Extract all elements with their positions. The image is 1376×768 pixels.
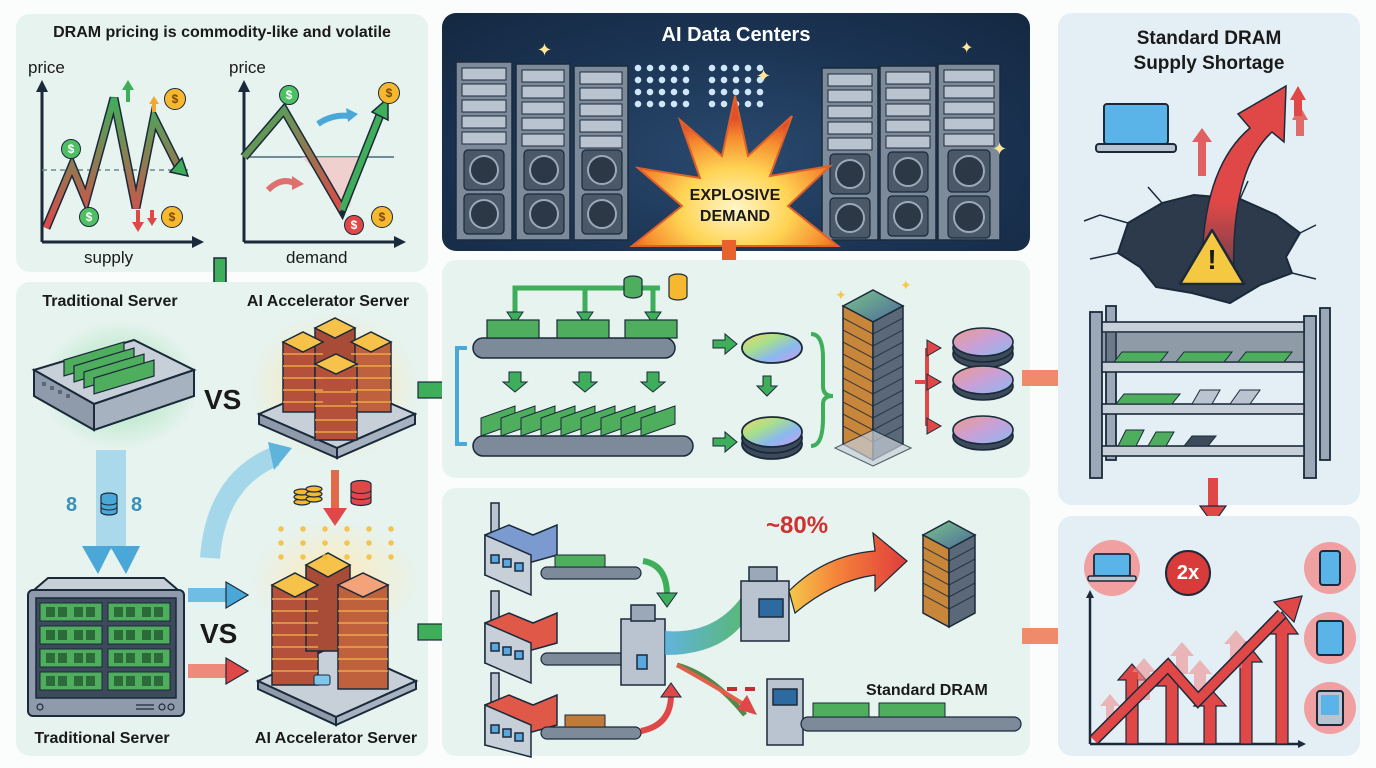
- top-traditional-server-label: Traditional Server: [42, 293, 178, 310]
- sparkle-star-3: ✦: [756, 66, 772, 86]
- traditional-server-rack-icon: [27, 577, 185, 717]
- small-up-arrow-left: [1192, 128, 1212, 176]
- vs-label-bottom: VS: [200, 618, 238, 649]
- red-swoosh-head: [292, 176, 304, 190]
- sparkle-dots: [270, 522, 410, 562]
- explosive-demand-line2: DEMAND: [699, 208, 771, 225]
- supply-price-line-fill: [43, 97, 183, 230]
- smartphone-icon: [1319, 550, 1341, 586]
- database-icon-blue: [100, 492, 118, 516]
- svg-text:✦: ✦: [835, 287, 847, 303]
- sparkle-star-2: ✦: [960, 40, 974, 57]
- multiplier-badge: 2x: [1165, 550, 1211, 596]
- laptop-icon: [1095, 103, 1177, 153]
- right-chart-x-label: demand: [286, 248, 348, 267]
- standard-dram-label: Standard DRAM: [866, 682, 988, 699]
- traditional-server-chassis-icon: [31, 338, 197, 432]
- explosion-burst-icon: [629, 95, 841, 247]
- svg-text:✦: ✦: [900, 277, 912, 293]
- vs-label-top: VS: [204, 384, 242, 415]
- right-x-axis-arrowhead: [394, 236, 406, 248]
- hbm-share-label: ~80%: [766, 512, 829, 539]
- coin-gold-2: $: [161, 206, 183, 228]
- packaging-machine: [740, 566, 790, 642]
- coin-green-3: $: [279, 85, 299, 105]
- demand-price-chart: [238, 80, 406, 248]
- down-arrow-red: [132, 210, 144, 232]
- data-dots-left: [632, 62, 692, 112]
- fab-allocation-diagram: [484, 502, 1022, 758]
- warning-exclamation: !: [1207, 244, 1217, 275]
- ai-accelerator-server-icon: [256, 317, 418, 460]
- tablet-icon: [1316, 620, 1344, 656]
- demand-line-arrowhead: [370, 96, 389, 122]
- laptop-device-icon: [1087, 553, 1137, 582]
- bottom-ai-server-label: AI Accelerator Server: [254, 730, 418, 747]
- supply-price-line: [41, 96, 185, 230]
- coin-gold-4: $: [371, 206, 393, 228]
- price-surge-chart: [1086, 590, 1306, 748]
- shortage-title-line1: Standard DRAM: [1136, 28, 1282, 49]
- red-swoosh-arrow: [265, 178, 298, 193]
- blue-swoosh-arrow: [316, 112, 351, 127]
- blue-comparison-arrow: [188, 580, 250, 610]
- production-flow-diagram: ✦✦: [455, 273, 1014, 467]
- coin-red: $: [344, 215, 364, 235]
- factory-icons: [484, 502, 558, 758]
- server-racks-right: [821, 63, 1001, 241]
- ai-server-down-arrow: [323, 470, 347, 526]
- coin-green-2: $: [79, 207, 99, 227]
- empty-storage-shelf-icon: [1089, 305, 1331, 479]
- red-comparison-arrow: [188, 656, 250, 686]
- up-arrow-orange: [149, 96, 159, 112]
- coin-gold-3: $: [378, 82, 400, 104]
- left-chart-x-label: supply: [84, 248, 134, 267]
- coin-green-1: $: [61, 139, 81, 159]
- warning-triangle-icon: [1178, 228, 1246, 286]
- standard-dram-machine: [766, 678, 804, 746]
- right-y-axis-arrowhead: [238, 80, 250, 92]
- memory-count-right: 8: [131, 494, 143, 516]
- feed-arrows: [512, 285, 660, 314]
- handheld-device-icon: [1316, 690, 1344, 726]
- right-chart-axes: [242, 86, 400, 244]
- upgrade-curve-arrow: [200, 442, 292, 559]
- coin-stack-gold-icon: [293, 485, 323, 506]
- bottom-traditional-server-label: Traditional Server: [34, 730, 170, 747]
- demand-price-recovery-fill: [339, 108, 385, 212]
- shortage-to-price-arrow: [1198, 478, 1228, 526]
- up-arrow-green: [122, 80, 134, 102]
- pricing-title: DRAM pricing is commodity-like and volat…: [53, 24, 391, 41]
- supply-line-arrowhead: [168, 156, 190, 178]
- supply-price-chart: [36, 80, 204, 248]
- down-arrow-red-small: [147, 210, 157, 226]
- left-chart-axes: [40, 86, 198, 244]
- memory-count-left: 8: [66, 494, 78, 516]
- right-chart-y-label: price: [229, 58, 266, 77]
- sparkle-star-4: ✦: [992, 139, 1008, 159]
- left-x-axis-arrowhead: [192, 236, 204, 248]
- server-racks-left: [455, 61, 629, 241]
- shortage-rising-arrow: [1201, 84, 1308, 281]
- datacenters-title: AI Data Centers: [661, 24, 811, 46]
- demand-price-line-fill: [241, 104, 345, 212]
- coin-gold-1: $: [164, 88, 186, 110]
- top-ai-server-label: AI Accelerator Server: [246, 293, 410, 310]
- blue-swoosh-head: [346, 108, 358, 122]
- database-icon-red: [350, 479, 372, 507]
- assembly-machine: [620, 604, 666, 686]
- left-chart-y-label: price: [28, 58, 65, 77]
- left-y-axis-arrowhead: [36, 80, 48, 92]
- ai-accelerator-server-large-icon: [255, 552, 419, 727]
- wafer-top: [741, 332, 803, 364]
- shortage-title-line2: Supply Shortage: [1133, 53, 1285, 74]
- sparkle-star-1: ✦: [537, 40, 553, 60]
- explosive-demand-line1: EXPLOSIVE: [689, 187, 781, 204]
